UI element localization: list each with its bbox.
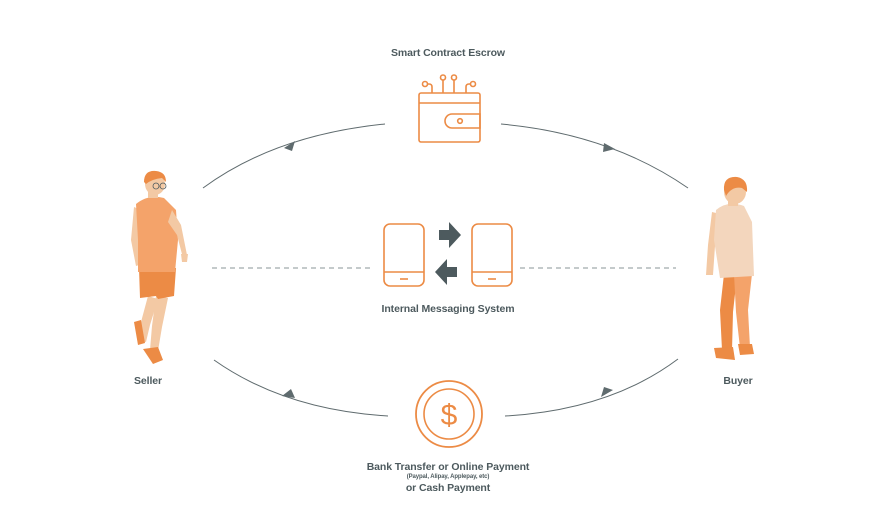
arrow-left-icon — [435, 259, 457, 285]
payment-label-methods: (Paypal, Alipay, Applepay, etc) — [406, 474, 490, 480]
arrow-payment-to-seller — [282, 389, 295, 398]
seller-label: Seller — [133, 375, 162, 387]
buyer-label: Buyer — [723, 375, 753, 387]
phone-icon-left — [383, 223, 425, 287]
wallet-circuit-icon — [418, 74, 481, 143]
arrow-escrow-to-buyer — [603, 143, 615, 152]
payment-label-line1: Bank Transfer or Online Payment — [366, 461, 530, 473]
arc-buyer-to-payment — [504, 358, 679, 417]
arrow-seller-to-escrow — [284, 141, 295, 151]
dollar-symbol: $ — [441, 399, 458, 432]
payment-label: Bank Transfer or Online Payment (Paypal,… — [318, 461, 578, 494]
arc-seller-to-escrow — [202, 123, 386, 189]
phone-icon-right — [471, 223, 513, 287]
arrow-buyer-to-payment — [601, 387, 613, 397]
dollar-coin-icon: $ — [415, 380, 483, 448]
payment-label-line2: or Cash Payment — [405, 482, 491, 494]
seller-figure — [131, 170, 188, 364]
arrow-right-icon — [439, 222, 461, 248]
messaging-label: Internal Messaging System — [381, 303, 515, 315]
arc-escrow-to-buyer — [500, 123, 689, 189]
buyer-figure — [706, 176, 754, 360]
arc-payment-to-seller — [213, 359, 389, 417]
escrow-label: Smart Contract Escrow — [390, 47, 505, 59]
